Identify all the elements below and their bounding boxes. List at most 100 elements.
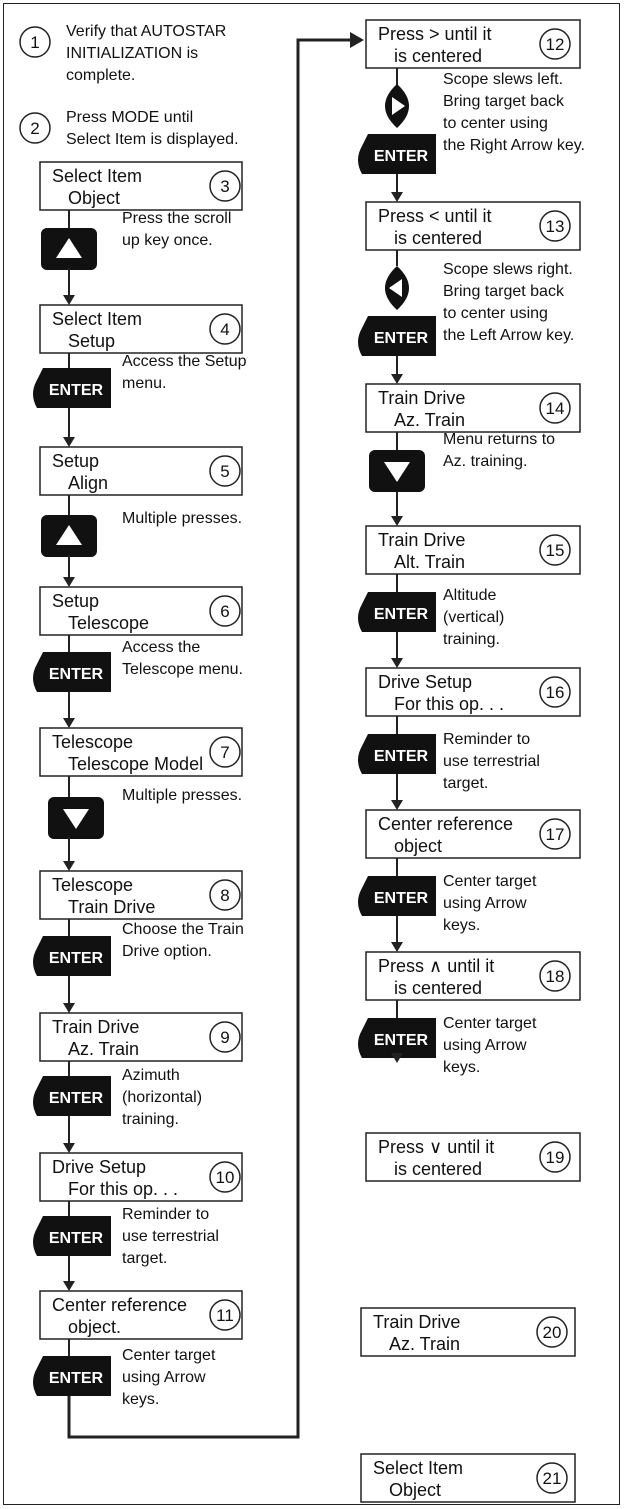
step-note-line: keys. [122,1391,159,1408]
step-number-circle [209,1161,241,1193]
step-number: 10 [216,1168,235,1187]
display-line-2: Object [389,1480,441,1500]
step-number-circle [539,210,571,242]
enter-key-label: ENTER [49,950,104,967]
step-number-circle [539,392,571,424]
enter-key-label: ENTER [49,1370,104,1387]
step-number: 3 [220,177,229,196]
step-note-line: menu. [122,375,166,392]
display-box-frame [39,304,243,354]
step-note-line: Az. training. [443,453,527,470]
display-box-frame [39,446,243,496]
enter-key-label: ENTER [49,666,104,683]
display-box-frame [39,727,243,777]
step-number: 4 [220,320,229,339]
enter-key-label: ENTER [374,148,429,165]
display-line-2: is centered [394,978,482,998]
enter-key-icon: ENTER [358,316,436,356]
step-number: 8 [220,886,229,905]
step-note-line: to center using [443,305,548,322]
flow-arrow-head [63,437,75,447]
step-number: 20 [543,1323,562,1342]
display-line-2: Object [68,188,120,208]
enter-key-label: ENTER [49,382,104,399]
display-line-1: Center reference [52,1295,187,1315]
enter-key-icon: ENTER [33,1356,111,1396]
display-line-1: Press ∧ until it [378,956,494,976]
step-note-line: Multiple presses. [122,510,242,527]
display-line-2: is centered [394,228,482,248]
display-line-2: Az. Train [389,1334,460,1354]
display-line-1: Press ∨ until it [378,1137,494,1157]
step-note-line: Center target [443,873,537,890]
enter-key-label: ENTER [374,606,429,623]
display-box-frame [39,586,243,636]
flow-arrow-head [391,192,403,202]
enter-key-shape [33,1216,111,1256]
display-line-2: Alt. Train [394,552,465,572]
step-note-line: to center using [443,115,548,132]
step-number: 15 [546,541,565,560]
step-number-circle [19,26,51,58]
flow-arrow-head [391,800,403,810]
step-note-line: target. [122,1250,167,1267]
flow-arrow-head [63,1003,75,1013]
step-number: 12 [546,35,565,54]
enter-key-label: ENTER [374,1032,429,1049]
display-line-2: For this op. . . [68,1179,178,1199]
display-line-1: Select Item [52,166,142,186]
enter-key-shape [358,1018,436,1058]
enter-key-label: ENTER [374,890,429,907]
display-line-2: For this op. . . [394,694,504,714]
step-note-line: training. [443,631,500,648]
display-box-frame [39,870,243,920]
display-line-1: Train Drive [378,530,465,550]
step-number: 2 [30,119,39,138]
display-line-1: Press > until it [378,24,492,44]
flow-arrow-head [63,1281,75,1291]
step-note-line: Press the scroll [122,210,231,227]
step-number-circle [209,879,241,911]
step-number: 5 [220,462,229,481]
display-box-frame [39,1290,243,1340]
display-line-1: Select Item [52,309,142,329]
flow-arrow-head [391,658,403,668]
display-line-2: Az. Train [394,410,465,430]
display-line-1: Telescope [52,732,133,752]
step-note-line: use terrestrial [443,753,540,770]
step-note-line: keys. [443,917,480,934]
step-note-line: Azimuth [122,1067,180,1084]
long-connector [67,38,353,1439]
step-number-circle [209,595,241,627]
step-note-line: the Right Arrow key. [443,137,585,154]
step-note-line: Reminder to [122,1206,209,1223]
flow-arrow-head [63,861,75,871]
enter-key-icon: ENTER [33,1076,111,1116]
flow-arrow-head [391,516,403,526]
step-note-line: Center target [122,1347,216,1364]
lens-key-triangle [392,97,405,115]
flow-arrow-head [391,1053,403,1063]
step-note-line: training. [122,1111,179,1128]
step-number-circle [539,818,571,850]
lens-key-triangle [389,279,402,297]
step-number: 21 [543,1469,562,1488]
step-text-line: INITIALIZATION is [66,45,198,62]
enter-key-shape [33,368,111,408]
enter-key-label: ENTER [49,1090,104,1107]
step-note-line: Menu returns to [443,431,555,448]
step-note-line: (vertical) [443,609,504,626]
step-number-circle [209,313,241,345]
enter-key-icon: ENTER [358,876,436,916]
step-note-line: Access the Setup [122,353,247,370]
arrow-key-triangle [384,462,410,482]
enter-key-icon: ENTER [358,134,436,174]
step-note-line: Scope slews right. [443,261,573,278]
step-note-line: Bring target back [443,93,565,110]
enter-key-icon: ENTER [358,592,436,632]
enter-key-shape [33,652,111,692]
